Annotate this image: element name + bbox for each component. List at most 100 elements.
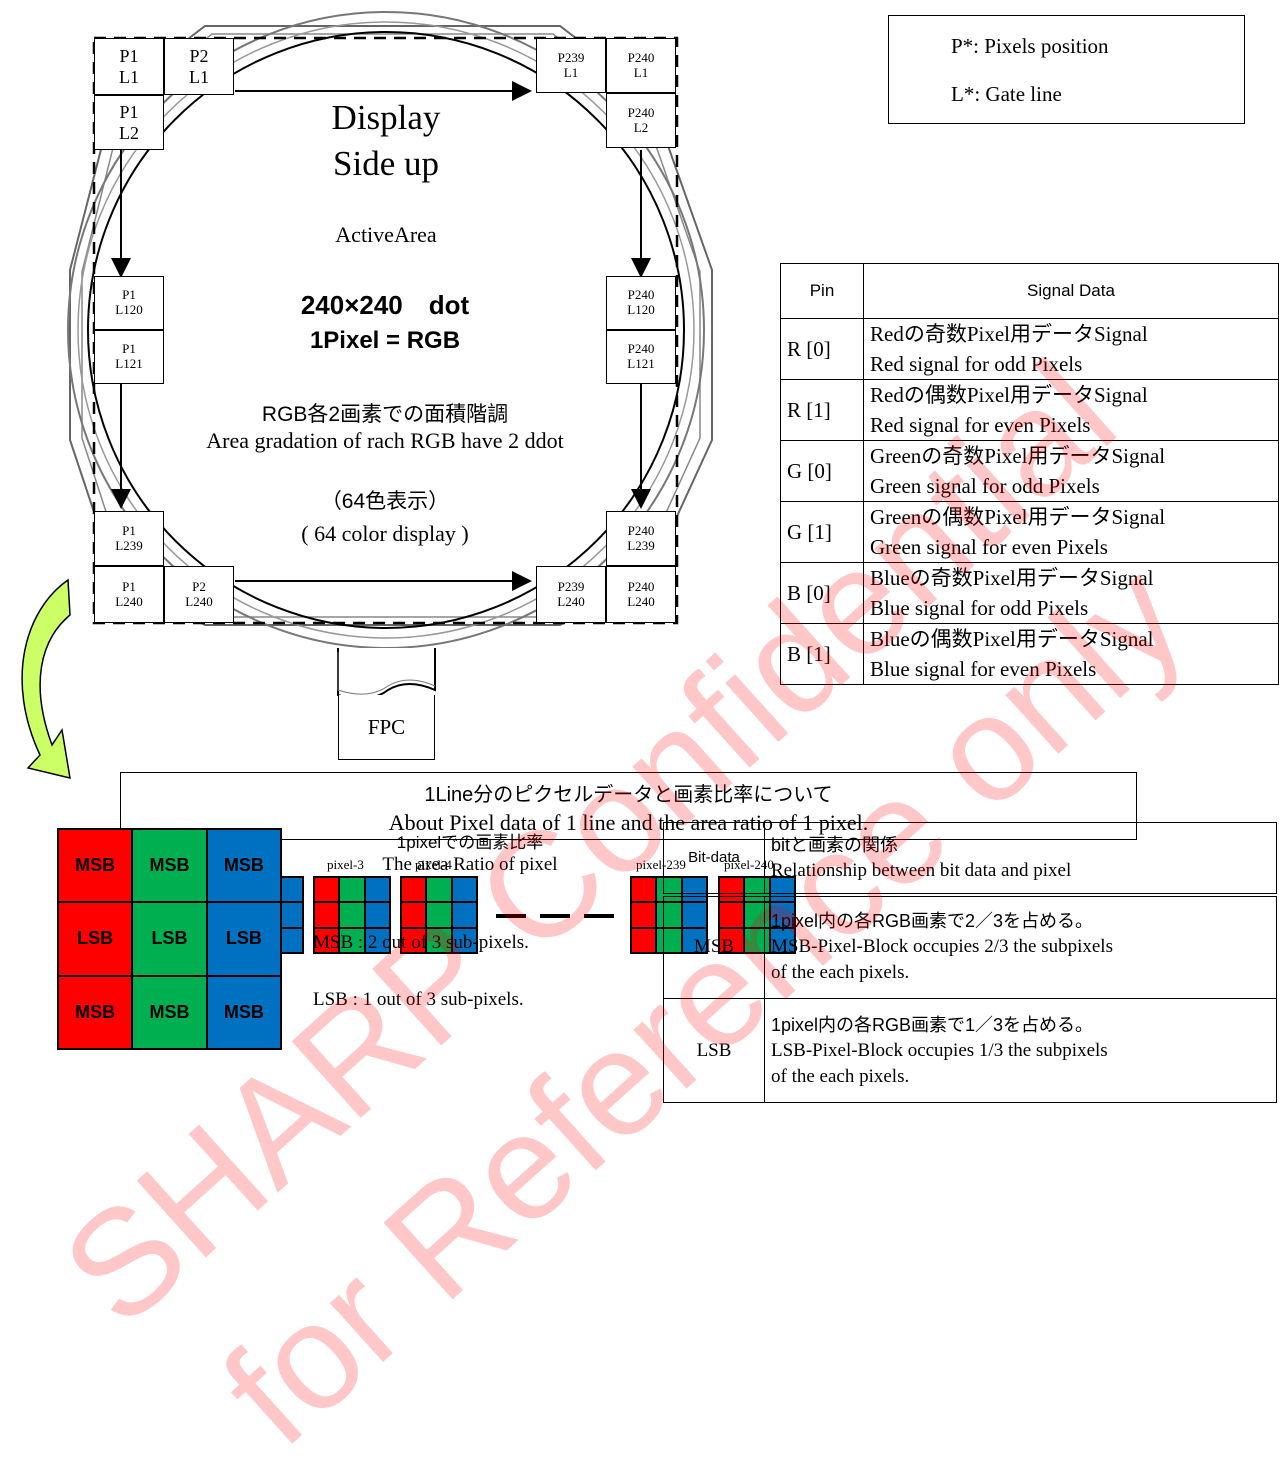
signal-jp: Redの奇数Pixel用データSignal bbox=[870, 322, 1148, 346]
pixel-box-p: P1 bbox=[122, 341, 136, 357]
pixel-box-l: L240 bbox=[115, 593, 143, 609]
signal-jp: Blueの偶数Pixel用データSignal bbox=[870, 627, 1154, 651]
pixel-box-l: L240 bbox=[185, 593, 213, 609]
bit-table-header: Bit-data bitと画素の関係 Relationship between … bbox=[663, 822, 1277, 895]
pin-cell: G [1] bbox=[780, 501, 864, 563]
pixel-box-l: L121 bbox=[627, 356, 655, 371]
ellipsis-dash-3 bbox=[584, 914, 614, 918]
pin-signal-table: Pin Signal Data R [0] Redの奇数Pixel用データSig… bbox=[780, 263, 1279, 685]
pixel-box-p: P239 bbox=[557, 49, 585, 65]
gradation-en-label: Area gradation of rach RGB have 2 ddot bbox=[206, 428, 564, 453]
pixel-box-l: L2 bbox=[633, 119, 649, 135]
pixel-box-p: P2 bbox=[189, 45, 209, 66]
signal-en: Red signal for even Pixels bbox=[870, 413, 1091, 437]
curved-arrow-icon bbox=[21, 578, 71, 779]
signal-jp: Greenの偶数Pixel用データSignal bbox=[870, 505, 1166, 529]
pixel-box-l: L120 bbox=[115, 302, 143, 317]
pixel-box-p: P1 bbox=[122, 578, 136, 594]
signal-en: Green signal for even Pixels bbox=[870, 535, 1108, 559]
bit-desc-en2: of the each pixels. bbox=[771, 962, 910, 984]
header-pin: Pin bbox=[780, 263, 864, 319]
pin-table-header: Pin Signal Data bbox=[780, 263, 1279, 319]
signal-jp: Greenの奇数Pixel用データSignal bbox=[870, 444, 1166, 468]
pixel-box-l: L240 bbox=[557, 593, 585, 609]
pixel-box-p: P240 bbox=[627, 49, 655, 65]
pixel-box-l: L1 bbox=[633, 64, 649, 80]
pixel-label-3: pixel-3 bbox=[327, 857, 364, 872]
pixel-box-p: P240 bbox=[627, 341, 655, 357]
zoom-guide-lines bbox=[56, 827, 67, 840]
legend-box: P*: Pixels position L*: Gate line bbox=[888, 15, 1245, 124]
pixel-box-p: P240 bbox=[627, 522, 655, 538]
pixel-area-ratio-grid: MSB MSB MSB LSB LSB LSB MSB MSB MSB bbox=[57, 828, 282, 1050]
pixel-definition-label: 1Pixel = RGB bbox=[309, 327, 461, 354]
pixel-box-l: L239 bbox=[115, 537, 143, 553]
fpc-label: FPC bbox=[367, 714, 406, 739]
bit-desc-jp: 1pixel内の各RGB画素で1／3を占める。 bbox=[771, 1014, 1094, 1035]
resolution-label: 240×240 dot bbox=[300, 290, 470, 320]
ratio-cell: LSB bbox=[132, 902, 207, 976]
fpc-box: FPC bbox=[338, 695, 435, 760]
pixel-box-p: P1 bbox=[119, 101, 139, 122]
pixel-grid-3 bbox=[313, 876, 391, 954]
ellipsis-dash-1 bbox=[496, 914, 526, 918]
bit-desc-en1: MSB-Pixel-Block occupies 2/3 the subpixe… bbox=[771, 936, 1113, 958]
ratio-cell: LSB bbox=[58, 902, 133, 976]
pin-cell: B [0] bbox=[780, 562, 864, 624]
pixel-grid-4 bbox=[400, 876, 478, 954]
bit-desc-cell: 1pixel内の各RGB画素で1／3を占める。 LSB-Pixel-Block … bbox=[764, 998, 1277, 1103]
header-bit-data: Bit-data bbox=[663, 822, 765, 895]
pixel-label-4: pixel-4 bbox=[415, 857, 452, 872]
active-area-label: ActiveArea bbox=[335, 222, 437, 247]
ratio-cell: MSB bbox=[206, 829, 281, 903]
pixel-box-l: L121 bbox=[115, 356, 143, 371]
display-title-line1: Display bbox=[331, 98, 441, 137]
header-signal-data: Signal Data bbox=[863, 263, 1279, 319]
pixel-box-p: P2 bbox=[192, 578, 206, 594]
ratio-cell: MSB bbox=[58, 829, 133, 903]
pin-cell: B [1] bbox=[780, 623, 864, 685]
pixel-box-l: L240 bbox=[627, 593, 655, 609]
pixel-box-p: P239 bbox=[557, 578, 585, 594]
pixel-box-p: P240 bbox=[627, 287, 655, 303]
bit-data-table: Bit-data bitと画素の関係 Relationship between … bbox=[663, 822, 1277, 1103]
pin-cell: R [0] bbox=[780, 318, 864, 380]
ratio-cell: MSB bbox=[132, 829, 207, 903]
pin-cell: R [1] bbox=[780, 379, 864, 441]
bit-desc-en1: LSB-Pixel-Block occupies 1/3 the subpixe… bbox=[771, 1039, 1108, 1061]
pixel-box-p: P240 bbox=[627, 578, 655, 594]
display-title-line2: Side up bbox=[333, 144, 439, 183]
signal-en: Red signal for odd Pixels bbox=[870, 352, 1083, 376]
signal-en: Blue signal for even Pixels bbox=[870, 657, 1097, 681]
pixel-box-p: P1 bbox=[119, 45, 139, 66]
ellipsis-dash-2 bbox=[540, 914, 570, 918]
pixel-box-l: L239 bbox=[627, 537, 655, 553]
line-title-jp: 1Line分のピクセルデータと画素比率について bbox=[424, 784, 833, 806]
bit-key-cell: LSB bbox=[663, 998, 765, 1103]
bit-key-cell: MSB bbox=[663, 894, 765, 999]
pixel-box-l: L120 bbox=[627, 302, 655, 317]
bit-desc-jp: 1pixel内の各RGB画素で2／3を占める。 bbox=[771, 911, 1094, 932]
bit-desc-cell: 1pixel内の各RGB画素で2／3を占める。 MSB-Pixel-Block … bbox=[764, 894, 1277, 999]
